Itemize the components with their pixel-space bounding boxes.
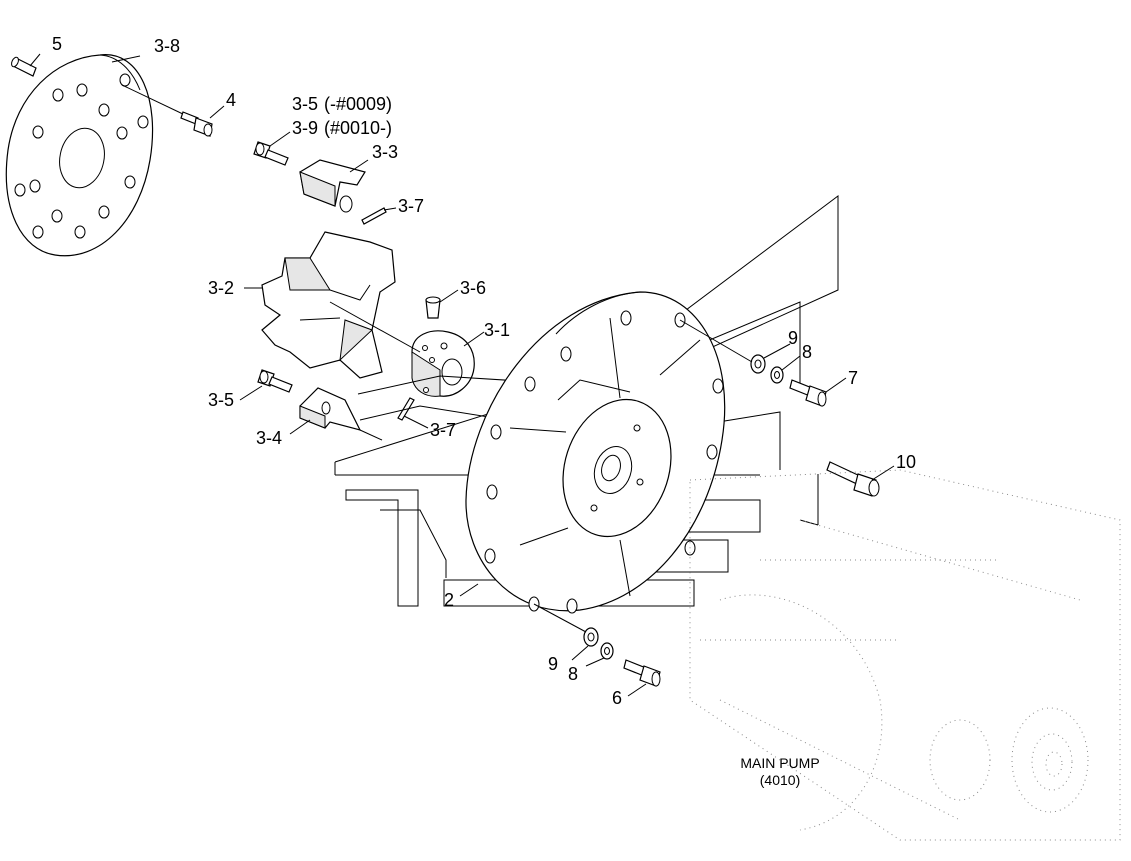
bolt-10 (826, 461, 895, 497)
callout-3-7-top: 3-7 (398, 196, 424, 216)
set-screw-3-6 (425, 289, 459, 319)
hub-3-1 (329, 301, 485, 397)
callout-9-top: 9 (788, 328, 798, 348)
callout-3-8: 3-8 (154, 36, 180, 56)
washer-8-bottom (585, 642, 614, 667)
callout-3-4: 3-4 (256, 428, 282, 448)
screw-3-5-bottom (239, 369, 293, 401)
callout-3-1: 3-1 (484, 320, 510, 340)
main-pump-ghost (689, 469, 1121, 841)
coupling-disc-3-8 (5, 54, 154, 257)
callout-7: 7 (848, 368, 858, 388)
reference-name: MAIN PUMP (740, 755, 819, 771)
roll-pin-3-7-bottom (397, 397, 429, 429)
callout-3-9-range: (#0010-) (324, 118, 392, 138)
callout-6: 6 (612, 688, 622, 708)
callout-3-7-bottom: 3-7 (430, 420, 456, 440)
callout-4: 4 (226, 90, 236, 110)
pin-5 (11, 53, 41, 77)
wedge-3-4 (289, 387, 383, 441)
callout-2: 2 (444, 590, 454, 610)
clamp-block-3-3 (299, 159, 369, 213)
callout-3-9: 3-9 (292, 118, 318, 138)
callout-8-top: 8 (802, 342, 812, 362)
washer-9-top (679, 319, 791, 374)
callout-8-bottom: 8 (568, 664, 578, 684)
callout-10: 10 (896, 452, 916, 472)
callout-3-6: 3-6 (460, 278, 486, 298)
washer-9-bottom (533, 603, 599, 661)
callout-3-5-top-range: (-#0009) (324, 94, 392, 114)
callout-9-bottom: 9 (548, 654, 558, 674)
reference-code: (4010) (760, 772, 800, 788)
callout-3-5-top: 3-5 (292, 94, 318, 114)
callout-3-5-bottom: 3-5 (208, 390, 234, 410)
screw-3-5-3-9 (253, 131, 291, 166)
roll-pin-3-7-top (361, 207, 397, 225)
bolt-4 (121, 84, 225, 137)
rubber-element-3-2 (244, 231, 396, 379)
callout-3-2: 3-2 (208, 278, 234, 298)
washer-8-top (770, 355, 801, 384)
bolt-6 (623, 659, 661, 697)
flywheel-disc-2 (459, 291, 726, 614)
bolt-7 (789, 377, 847, 407)
callout-3-3: 3-3 (372, 142, 398, 162)
callout-5: 5 (52, 34, 62, 54)
